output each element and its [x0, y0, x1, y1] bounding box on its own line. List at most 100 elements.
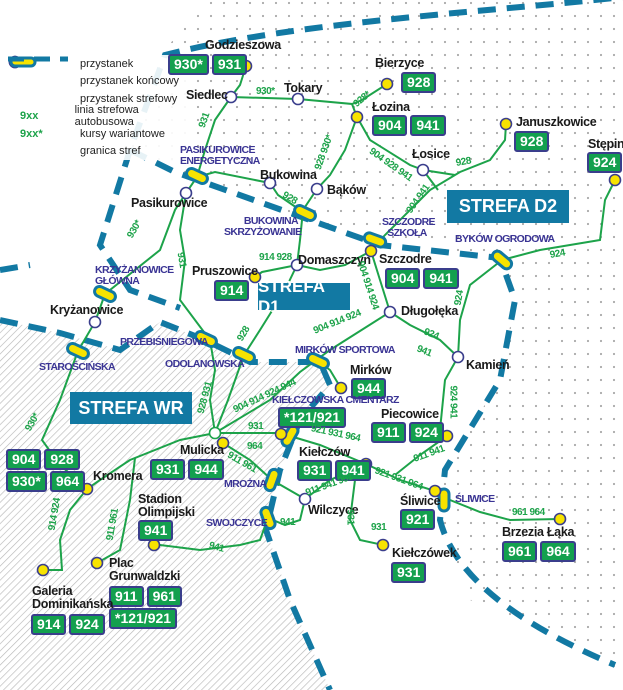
- legend: przystanek przystanek końcowy przystanek…: [8, 55, 188, 160]
- zone-stop-pasikurowice-energetyczna: PASIKUROWICE ENERGETYCZNA: [180, 144, 260, 167]
- stop-kielczowek: Kiełczówek: [392, 546, 457, 560]
- route-badge: 941: [423, 268, 459, 289]
- stop-pruszowice: Pruszowice: [192, 264, 258, 278]
- route-badge: 924: [69, 614, 105, 635]
- routes-godzieszowa: 930*931: [168, 54, 248, 75]
- route-badge: 944: [351, 378, 387, 399]
- dashed-line-icon: [8, 56, 68, 62]
- zone-d1-label: STREFA D1: [258, 277, 350, 316]
- routes-bierzyce: 928: [401, 72, 437, 93]
- routes-kielczowska-cmentarz: *121/921: [278, 407, 347, 428]
- stop-mulicka: Mulicka: [180, 443, 224, 457]
- zone-stop-bykow-ogrodowa: BYKÓW OGRODOWA: [455, 233, 555, 245]
- route-badge: 941: [138, 520, 174, 541]
- zone-stop-mrozna: MROŻNA: [224, 478, 267, 490]
- line-label: 914 928: [259, 252, 292, 263]
- zone-wr-label: STREFA WR: [70, 392, 192, 424]
- route-badge: 911: [109, 586, 144, 607]
- route-badge: 914: [31, 614, 67, 635]
- zone-stop-przebisniegowa: PRZEBIŚNIEGOWA: [120, 336, 208, 348]
- routes-januszkowice: 928: [514, 131, 550, 152]
- stop-kamien: Kamień: [466, 358, 510, 372]
- zone-stop-mirkow-sportowa: MIRKÓW SPORTOWA: [295, 344, 395, 356]
- legend-label: przystanek: [80, 57, 134, 70]
- stop-kromera: Kromera: [93, 469, 143, 483]
- stop-siedlec: Siedlec: [186, 88, 228, 102]
- stop-sliwice: Śliwice: [400, 494, 441, 508]
- route-badge: *121/921: [278, 407, 347, 428]
- legend-label: kursy wariantowe: [80, 127, 165, 140]
- stop-wilczyce: Wilczyce: [308, 503, 359, 517]
- stop-stepin: Stępin: [588, 137, 623, 151]
- routes-stadion: 941: [138, 520, 174, 541]
- route-badge: 911: [371, 422, 406, 443]
- route-badge: 904: [372, 115, 408, 136]
- stop-stadion-olimpijski: Stadion Olimpijski: [138, 492, 195, 519]
- route-badge: *121/921: [109, 608, 178, 629]
- stop-pasikurowice: Pasikurowice: [131, 196, 208, 210]
- stop-szczodre: Szczodre: [379, 252, 432, 266]
- route-badge: 931: [297, 460, 333, 481]
- stop-januszkowice: Januszkowice: [516, 115, 597, 129]
- legend-item: granica stref: [8, 56, 188, 161]
- route-badge: 941: [335, 460, 371, 481]
- stop-losice: Łosice: [412, 147, 450, 161]
- route-badge: 928: [514, 131, 550, 152]
- routes-mirkow: 944: [351, 378, 387, 399]
- stop-kielczow: Kiełczów: [299, 445, 351, 459]
- route-badge: 924: [408, 422, 444, 443]
- route-badge: 931: [391, 562, 427, 583]
- legend-label: przystanek strefowy: [80, 92, 178, 105]
- zone-d2-label: STREFA D2: [447, 190, 569, 223]
- route-badge: 944: [188, 459, 224, 480]
- route-badge: 930*: [6, 471, 47, 492]
- legend-item: przystanek końcowy: [8, 55, 188, 91]
- line-label: 924 941: [447, 385, 459, 419]
- route-badge: 964: [49, 471, 86, 492]
- legend-label: granica stref: [80, 145, 141, 158]
- stop-krzyzanowice: Kryżanowice: [50, 303, 124, 317]
- route-badge: 928: [44, 449, 80, 470]
- zone-stop-bukowina-skrzyzowanie: BUKOWINA SKRZYŻOWANIE: [224, 215, 302, 238]
- line-label: 931: [371, 522, 387, 533]
- routes-pruszowice: 914: [214, 280, 250, 301]
- zone-stops: [66, 166, 514, 531]
- variant-route-symbol: 9xx*: [20, 127, 43, 140]
- zone-stop-kielczowska-cmentarz: KIEŁCZOWSKA CMENTARZ: [272, 394, 399, 406]
- route-badge: 964: [540, 541, 576, 562]
- route-badge: 904: [385, 268, 421, 289]
- line-label: 964: [247, 441, 263, 452]
- line-label: 961 964: [512, 507, 545, 518]
- route-badge: 931: [150, 459, 186, 480]
- line-label: 931: [248, 421, 264, 432]
- stop-dlugoleka: Długołęka: [401, 304, 459, 318]
- route-badge: 924: [587, 152, 623, 173]
- routes-kielczowek: 931: [391, 562, 427, 583]
- route-badge: 930*: [168, 54, 209, 75]
- stop-bierzyce: Bierzyce: [375, 56, 425, 70]
- line-label: 931: [174, 251, 189, 269]
- stop-piecowice: Piecowice: [381, 407, 439, 421]
- zone-stop-szczodre-szkola: SZCZODRE SZKOŁA: [382, 216, 436, 239]
- zone-stop-odolanowska: ODOLANOWSKA: [165, 358, 245, 370]
- route-badge: 921: [400, 509, 436, 530]
- stop-plac-grunwaldzki: Plac Grunwaldzki: [109, 556, 181, 583]
- zone-stop-krzyzanowice-glowna: KRZYŻANOWICE GŁÓWNA: [95, 264, 174, 287]
- route-badge: 904: [6, 449, 42, 470]
- legend-item: 9xx* kursy wariantowe: [8, 125, 188, 143]
- legend-label: linia strefowa autobusowa: [74, 104, 139, 129]
- routes-sliwice: 921: [400, 509, 436, 530]
- legend-label: przystanek końcowy: [80, 75, 180, 88]
- stop-tokary: Tokary: [284, 81, 323, 95]
- stop-godzieszowa: Godzieszowa: [205, 38, 281, 52]
